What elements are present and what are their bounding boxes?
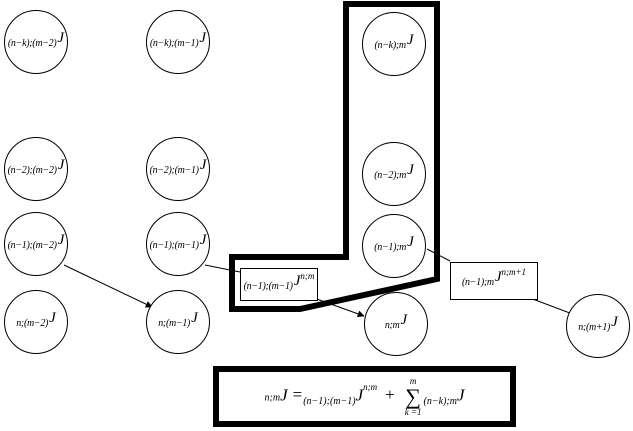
edge-label-left: (n−1);(m−1)Jn;m bbox=[240, 268, 318, 301]
node-n-minus-2-m: (n−2);mJ bbox=[362, 142, 426, 206]
edge-label-index: (n−1);(m−1) bbox=[243, 280, 293, 292]
node-n-minus-k-m-minus-2: (n−k);(m−2)J bbox=[4, 10, 68, 74]
formula-lhs-index: n;m bbox=[264, 392, 281, 404]
node-n-minus-k-m-minus-1: (n−k);(m−1)J bbox=[146, 10, 210, 74]
node-n-m-plus-1: n;(m+1)J bbox=[566, 294, 630, 358]
node-index: n;(m+1) bbox=[578, 322, 611, 333]
node-n-minus-k-m: (n−k);mJ bbox=[362, 12, 426, 76]
node-symbol: J bbox=[199, 232, 207, 248]
node-symbol: J bbox=[406, 32, 414, 48]
edge-n1m-to-label bbox=[426, 248, 451, 262]
node-index: (n−2);m bbox=[374, 170, 407, 181]
edge-label-symbol: J bbox=[293, 272, 301, 289]
edge-n1m1-to-label bbox=[204, 264, 241, 273]
edge-label-right: (n−1);mJn;m+1 bbox=[450, 262, 538, 300]
node-index: (n−k);(m−2) bbox=[7, 38, 57, 49]
node-symbol: J bbox=[57, 232, 65, 248]
edge-label-index: (n−1);m bbox=[461, 277, 494, 288]
formula-term1-symbol: J bbox=[355, 385, 364, 405]
edge-label-superscript: n;m+1 bbox=[501, 267, 527, 277]
formula-equals: = bbox=[292, 385, 303, 405]
node-symbol: J bbox=[191, 310, 198, 326]
node-index: (n−1);(m−2) bbox=[7, 240, 57, 251]
node-n-minus-1-m-minus-1: (n−1);(m−1)J bbox=[146, 212, 210, 276]
node-index: n;(m−1) bbox=[158, 318, 191, 329]
formula-term1-index: (n−1);(m−1) bbox=[303, 396, 356, 408]
highlight-region bbox=[229, 1, 440, 312]
node-symbol: J bbox=[199, 157, 207, 173]
formula-term2-symbol: J bbox=[456, 385, 465, 405]
node-symbol: J bbox=[611, 314, 618, 330]
node-n-m: n;mJ bbox=[364, 292, 428, 356]
formula-lhs-symbol: J bbox=[280, 385, 288, 405]
node-symbol: J bbox=[407, 162, 414, 178]
recurrence-formula: n;mJ =(n−1);(m−1)Jn;m + m ∑ k =1 (n−k);m… bbox=[213, 366, 516, 427]
arrow-n1m2-to-nm1 bbox=[63, 264, 153, 308]
node-n-m-minus-2: n;(m−2)J bbox=[4, 290, 68, 354]
formula-plus: + bbox=[385, 385, 395, 405]
node-n-minus-1-m: (n−1);mJ bbox=[362, 214, 426, 278]
node-symbol: J bbox=[400, 312, 408, 328]
node-index: (n−k);m bbox=[374, 40, 407, 51]
edge-label-symbol: J bbox=[494, 269, 502, 285]
node-index: (n−1);(m−1) bbox=[149, 240, 199, 251]
node-index: n;m bbox=[384, 320, 400, 331]
node-index: n;(m−2) bbox=[16, 318, 49, 329]
node-index: (n−k);(m−1) bbox=[149, 38, 199, 49]
node-symbol: J bbox=[407, 234, 414, 250]
sum-symbol: ∑ bbox=[405, 383, 421, 409]
edge-label-superscript: n;m bbox=[300, 270, 315, 281]
sum-lower-limit: k =1 bbox=[404, 406, 422, 417]
node-symbol: J bbox=[49, 310, 56, 326]
node-n-minus-1-m-minus-2: (n−1);(m−2)J bbox=[4, 212, 68, 276]
node-index: (n−2);(m−2) bbox=[7, 165, 57, 176]
node-symbol: J bbox=[57, 30, 65, 46]
node-symbol: J bbox=[57, 157, 65, 173]
node-n-m-minus-1: n;(m−1)J bbox=[146, 290, 210, 354]
node-index: (n−1);m bbox=[374, 242, 407, 253]
node-n-minus-2-m-minus-2: (n−2);(m−2)J bbox=[4, 137, 68, 201]
node-index: (n−2);(m−1) bbox=[149, 165, 199, 176]
formula-term1-superscript: n;m bbox=[363, 382, 378, 393]
formula-summation: m ∑ k =1 bbox=[404, 375, 422, 417]
formula-term2-index: (n−k);m bbox=[423, 396, 457, 408]
node-n-minus-2-m-minus-1: (n−2);(m−1)J bbox=[146, 137, 210, 201]
node-symbol: J bbox=[199, 30, 207, 46]
sum-upper-limit: m bbox=[409, 375, 417, 386]
